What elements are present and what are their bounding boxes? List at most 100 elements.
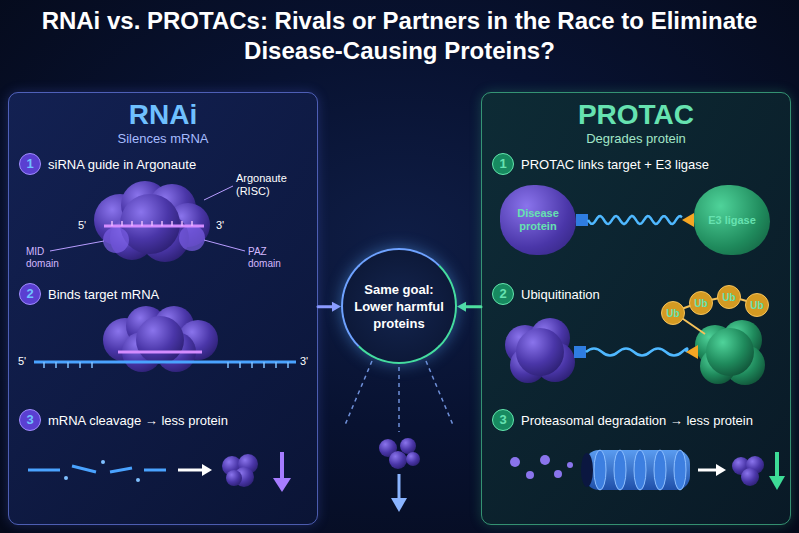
- node-heading: 2: [26, 287, 33, 301]
- mrna-fragment: [28, 469, 60, 472]
- strand-line: [104, 225, 204, 228]
- step-caption: PROTAC links target + E3 ligase: [521, 154, 709, 176]
- node-heading: RNAi: [129, 99, 197, 131]
- step-caption: Proteasomal degradation → less protein: [521, 410, 753, 432]
- fragment: [510, 457, 520, 467]
- protac-linker: [574, 345, 698, 359]
- linker-wave: [588, 216, 682, 224]
- arrow-head: [273, 478, 291, 492]
- protein-blob: [389, 451, 407, 469]
- strand-end-label: 5': [78, 219, 86, 232]
- fragment-dot: [101, 460, 105, 464]
- protein-blob: [400, 438, 416, 454]
- protein-name: Argonaute (RISC): [236, 172, 310, 198]
- node-heading: Ub: [666, 308, 679, 319]
- proteasome-ring: [634, 450, 646, 490]
- node-subtitle: Degrades protein: [586, 131, 686, 147]
- arrow-head: [457, 302, 466, 312]
- fragment: [567, 462, 573, 468]
- ligase-blob: E3 ligase: [694, 185, 770, 255]
- arrow-shaft: [178, 469, 204, 472]
- node-heading: 2: [499, 287, 506, 301]
- arrow-shaft: [398, 474, 401, 500]
- fragment: [554, 470, 562, 478]
- leader-lines: [50, 186, 245, 251]
- center-dashes: [345, 361, 453, 432]
- strand-line: [34, 361, 296, 364]
- node-heading: Ub: [722, 292, 735, 303]
- node-heading: Ub: [750, 300, 763, 311]
- fragment: [526, 471, 534, 479]
- strand-end-label: 5': [18, 355, 26, 368]
- node-heading: PROTAC: [578, 99, 694, 131]
- dashed-line: [345, 361, 372, 425]
- diagram-title: RNAi vs. PROTACs: Rivals or Partners in …: [20, 6, 779, 66]
- step-number: 2: [19, 283, 41, 305]
- step-caption: mRNA cleavage → less protein: [48, 410, 228, 432]
- step-caption: Ubiquitination: [521, 284, 600, 306]
- proteasome-ring: [614, 450, 626, 490]
- protac-linker: [576, 213, 694, 227]
- rnai-panel: RNAiSilences mRNA123: [8, 92, 318, 525]
- protein-blob: [222, 454, 258, 487]
- protein-blob: [732, 456, 764, 486]
- sirna-strand: [104, 221, 204, 226]
- disease-protein-blob: [505, 318, 575, 383]
- step-caption: siRNA guide in Argonaute: [48, 154, 196, 176]
- node-heading: 3: [499, 413, 506, 427]
- mrna-strand: [34, 362, 296, 368]
- proteasome-ring: [594, 450, 606, 490]
- decrease-arrow: [273, 452, 291, 492]
- arrow-head: [769, 476, 785, 490]
- result-arrow: [698, 464, 726, 476]
- mrna-fragment: [72, 466, 96, 472]
- flow-arrow: [457, 302, 481, 312]
- arrow-shaft: [280, 452, 284, 480]
- mrna-fragment: [110, 468, 132, 472]
- dashed-line: [398, 367, 400, 432]
- paz-domain: [179, 225, 205, 251]
- step-number: 1: [19, 153, 41, 175]
- protein-blob: [406, 452, 420, 466]
- panel-ground: [481, 92, 791, 525]
- strand-ticks: [112, 221, 192, 226]
- strand-ticks: [44, 362, 288, 368]
- node-heading: 1: [26, 157, 33, 171]
- blob-lobe: [741, 468, 759, 486]
- arrow-shaft: [698, 469, 718, 472]
- proteasome: [581, 450, 690, 490]
- center-down-arrow: [391, 474, 407, 512]
- arrow-head: [202, 464, 212, 476]
- fragment-dot: [64, 476, 68, 480]
- protein-cluster: [379, 438, 420, 469]
- arrow-shaft: [465, 305, 481, 308]
- step-number: 3: [492, 409, 514, 431]
- mid-domain: [103, 227, 129, 253]
- node-heading: 3: [26, 413, 33, 427]
- blob-lobe: [120, 194, 180, 254]
- step-number: 1: [492, 153, 514, 175]
- ligand-triangle: [686, 345, 698, 359]
- protein-fragments: [510, 455, 573, 479]
- flow-arrow: [318, 302, 341, 312]
- leader-line: [50, 241, 104, 251]
- proteasome-opening: [581, 453, 593, 487]
- argonaute-blob: [94, 181, 210, 262]
- cleaved-mrna: [28, 460, 166, 482]
- decrease-arrow: [769, 452, 785, 490]
- warhead-square: [576, 214, 588, 226]
- ubiquitin-tag: Ub: [689, 291, 713, 315]
- ubiquitin-tag: Ub: [717, 285, 741, 309]
- node-heading: 1: [499, 157, 506, 171]
- arrow-head: [391, 498, 407, 512]
- protac-panel: PROTACDegrades protein 1Disease protein E3…: [481, 92, 791, 525]
- proteasome-body: [585, 450, 690, 490]
- domain-label: MID domain: [26, 246, 72, 270]
- strand-end-label: 3': [216, 219, 224, 232]
- node-heading: Disease protein: [507, 207, 569, 233]
- warhead-square: [574, 346, 586, 358]
- ligand-triangle: [682, 213, 694, 227]
- arrow-shaft: [318, 305, 333, 308]
- strand-end-label: 3': [300, 355, 308, 368]
